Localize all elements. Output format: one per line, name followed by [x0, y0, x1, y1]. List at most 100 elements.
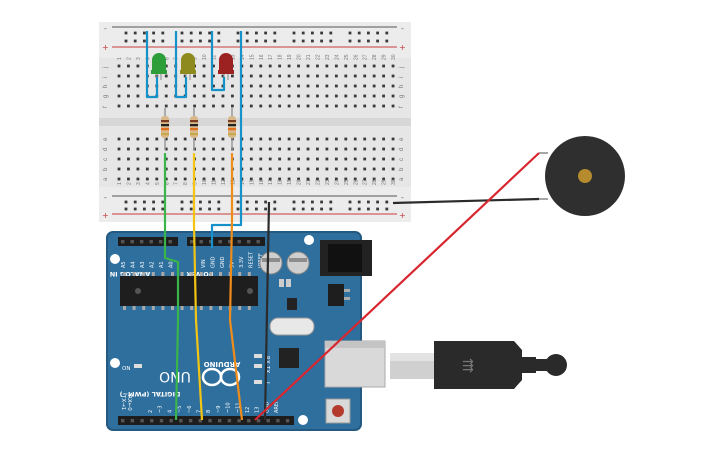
- rail-hole: [273, 200, 277, 204]
- rail-hole: [320, 200, 323, 204]
- header-pin: [198, 419, 202, 423]
- breadboard-hole: [306, 177, 310, 181]
- column-number: 25: [344, 54, 350, 60]
- breadboard-hole: [155, 167, 159, 171]
- breadboard-hole: [231, 104, 234, 108]
- breadboard-hole: [212, 104, 215, 108]
- breadboard-hole: [353, 177, 357, 181]
- header-pin: [140, 419, 144, 423]
- capacitor: [286, 251, 310, 275]
- breadboard-hole: [249, 94, 253, 98]
- rail-hole: [367, 200, 370, 204]
- breadboard-hole: [391, 157, 395, 161]
- breadboard-hole: [316, 147, 319, 151]
- breadboard-hole: [382, 104, 385, 108]
- breadboard-hole: [221, 74, 225, 78]
- blue-wire: [210, 31, 226, 92]
- rail-hole: [320, 207, 323, 211]
- rail-hole: [367, 207, 370, 211]
- breadboard-hole: [164, 157, 168, 161]
- row-letter: d: [103, 148, 109, 151]
- rail-hole: [264, 39, 267, 43]
- breadboard-hole: [325, 177, 329, 181]
- column-number: 18: [278, 179, 284, 185]
- breadboard-hole: [183, 157, 187, 161]
- column-number: 7: [174, 182, 180, 185]
- row-letter: i: [103, 77, 109, 78]
- breadboard-hole: [287, 157, 291, 161]
- breadboard-hole: [268, 94, 272, 98]
- rail-hole: [320, 39, 323, 43]
- rail-hole: [143, 200, 146, 204]
- breadboard-hole: [334, 84, 338, 88]
- breadboard-hole: [316, 74, 319, 78]
- rail-hole: [357, 200, 361, 204]
- breadboard-hole: [278, 94, 282, 98]
- rail-minus-label: -: [401, 24, 404, 33]
- pin-label: A0: [169, 261, 175, 268]
- header-pin: [237, 240, 241, 244]
- breadboard-hole: [297, 84, 300, 88]
- breadboard-hole: [334, 137, 338, 141]
- column-number: 6: [164, 57, 170, 60]
- rail-hole: [348, 200, 352, 204]
- rail-hole: [255, 207, 258, 211]
- rail-hole: [348, 31, 352, 35]
- column-number: 20: [297, 54, 303, 60]
- breadboard-hole: [145, 177, 149, 181]
- breadboard-hole: [174, 157, 178, 161]
- breadboard-hole: [221, 177, 225, 181]
- breadboard-hole: [127, 157, 130, 161]
- resistor: [161, 108, 169, 150]
- rail-hole: [320, 31, 323, 35]
- breadboard-hole: [353, 84, 357, 88]
- pin-label: AREF: [274, 400, 280, 413]
- breadboard-hole: [297, 147, 300, 151]
- breadboard-hole: [391, 177, 395, 181]
- mounting-hole: [298, 415, 308, 425]
- blue-gnd-wire: [210, 31, 243, 248]
- breadboard-hole: [117, 104, 121, 108]
- breadboard-hole: [221, 137, 225, 141]
- orange-wire: [228, 153, 244, 421]
- breadboard-hole: [363, 104, 367, 108]
- rail-hole: [385, 31, 389, 35]
- column-number: 20: [297, 179, 303, 185]
- row-letter: b: [399, 167, 405, 171]
- tx0-label: TX→1: [120, 394, 126, 410]
- column-number: 14: [240, 179, 246, 185]
- breadboard-hole: [297, 167, 300, 171]
- breadboard-hole: [391, 64, 395, 68]
- breadboard-hole: [136, 157, 140, 161]
- breadboard-hole: [202, 167, 206, 171]
- rail-plus-label: +: [399, 43, 406, 52]
- header-pin: [188, 419, 193, 423]
- breadboard-hole: [259, 94, 263, 98]
- column-number: 13: [230, 179, 236, 185]
- rail-hole: [124, 39, 128, 43]
- breadboard-hole: [325, 64, 329, 68]
- rail-hole: [199, 31, 202, 35]
- blue-wire: [174, 31, 188, 99]
- usb-port: [324, 340, 386, 388]
- breadboard-hole: [382, 147, 385, 151]
- column-number: 26: [353, 179, 359, 185]
- breadboard-hole: [259, 167, 263, 171]
- column-number: 12: [221, 179, 227, 185]
- column-number: 26: [353, 54, 359, 60]
- breadboard-hole: [297, 94, 300, 98]
- header-pin: [121, 240, 125, 244]
- row-letter: d: [399, 148, 405, 151]
- breadboard-hole: [136, 104, 140, 108]
- chip-legs: [123, 272, 251, 310]
- rail-hole: [376, 207, 379, 211]
- breadboard-hole: [259, 147, 263, 151]
- piezo-buzzer: [539, 136, 625, 216]
- breadboard-hole: [249, 167, 253, 171]
- rail-hole: [189, 207, 193, 211]
- rail-hole: [367, 39, 370, 43]
- header-pin: [149, 240, 153, 244]
- breadboard-hole: [117, 147, 121, 151]
- breadboard-hole: [268, 104, 272, 108]
- breadboard-hole: [136, 94, 140, 98]
